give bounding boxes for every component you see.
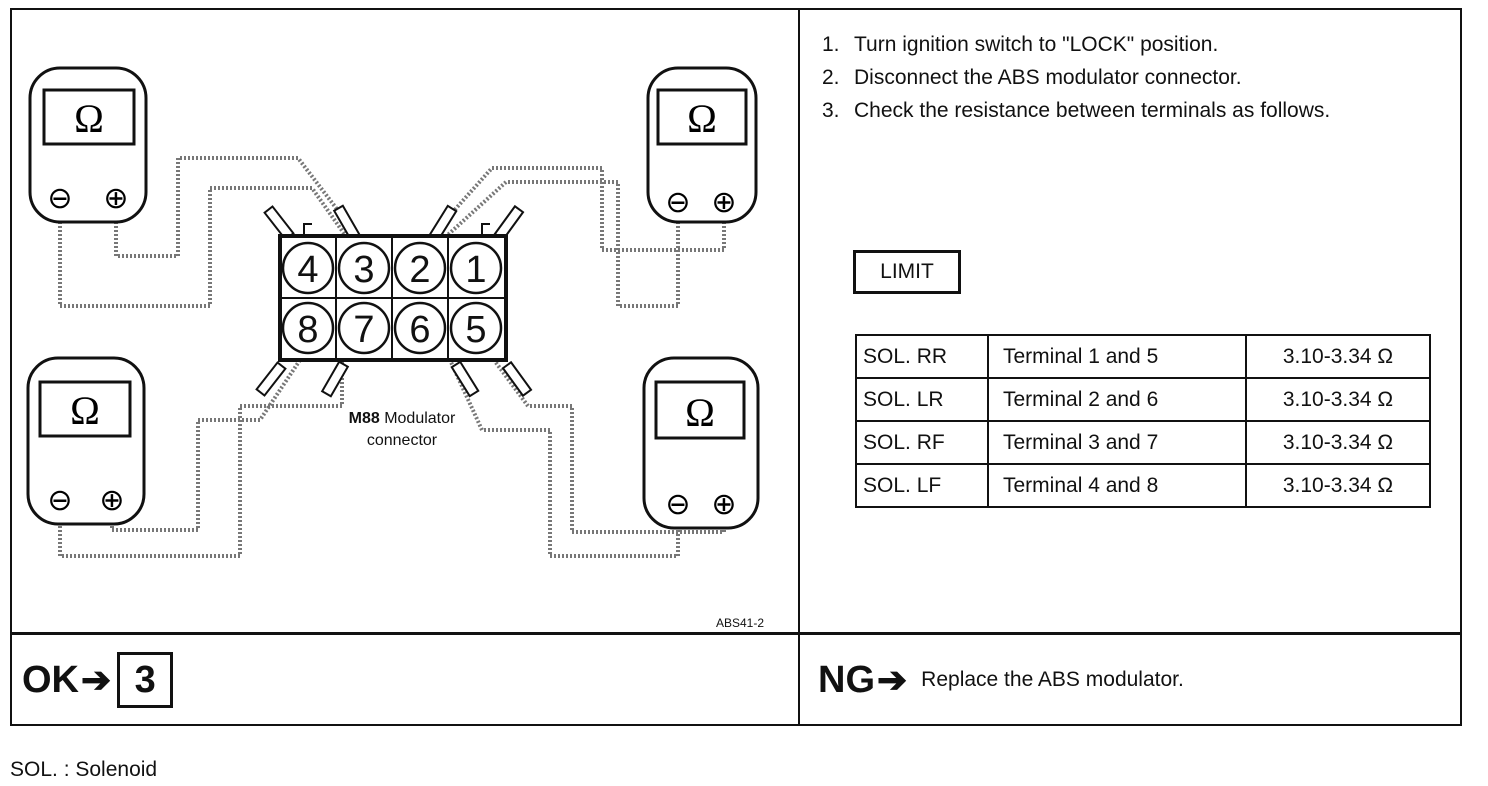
table-row: SOL. RR Terminal 1 and 5 3.10-3.34 Ω <box>855 334 1431 379</box>
arrow-right-icon: ➔ <box>877 659 908 700</box>
wire-br-minus <box>448 359 680 558</box>
instruction-steps: 1. Turn ignition switch to "LOCK" positi… <box>822 28 1442 127</box>
wire-bl-plus <box>110 358 302 532</box>
resistance-cell: 3.10-3.34 Ω <box>1245 377 1431 422</box>
ohm-symbol: Ω <box>70 388 100 433</box>
solenoid-cell: SOL. LR <box>855 377 989 422</box>
ng-result: NG ➔ Replace the ABS modulator. <box>818 648 1184 712</box>
terminals-cell: Terminal 1 and 5 <box>987 334 1247 379</box>
plus-terminal-icon: ⊕ <box>711 185 736 220</box>
wire-tl-plus <box>114 156 364 258</box>
probe <box>501 360 533 398</box>
plus-terminal-icon: ⊕ <box>99 483 124 518</box>
plus-terminal-icon: ⊕ <box>103 181 128 216</box>
ohmmeter-bottom-right: Ω ⊖ ⊕ <box>642 356 760 530</box>
ohm-symbol: Ω <box>687 96 717 141</box>
step-item: 3. Check the resistance between terminal… <box>822 94 1442 127</box>
ng-action: Replace the ABS modulator. <box>921 668 1184 691</box>
terminal-3 <box>337 241 391 295</box>
ohm-symbol: Ω <box>74 96 104 141</box>
result-divider <box>10 632 1462 635</box>
plus-terminal-icon: ⊕ <box>711 487 736 522</box>
connector-label: M88 Modulator connector <box>322 408 482 452</box>
ohmmeter-bottom-left: Ω ⊖ ⊕ <box>26 356 146 526</box>
step-number: 3. <box>822 99 840 122</box>
terminal-7-label: 7 <box>353 309 374 351</box>
connector-id: M88 <box>348 410 380 427</box>
terminal-7 <box>337 301 391 355</box>
ng-label: NG <box>818 658 875 701</box>
terminal-8 <box>281 301 335 355</box>
step-item: 1. Turn ignition switch to "LOCK" positi… <box>822 28 1442 61</box>
terminal-4-label: 4 <box>297 249 318 291</box>
terminal-3-label: 3 <box>353 249 374 291</box>
probe <box>450 360 480 398</box>
probe <box>320 360 350 398</box>
resistance-cell: 3.10-3.34 Ω <box>1245 463 1431 508</box>
terminal-5-label: 5 <box>465 309 486 351</box>
wire-bl-minus <box>58 358 344 558</box>
solenoid-cell: SOL. RF <box>855 420 989 465</box>
minus-terminal-icon: ⊖ <box>665 487 690 522</box>
wire-tr-minus <box>438 180 680 308</box>
figure-code: ABS41-2 <box>716 616 765 630</box>
ohm-symbol: Ω <box>685 390 715 435</box>
resistance-table: SOL. RR Terminal 1 and 5 3.10-3.34 Ω SOL… <box>855 334 1431 508</box>
terminals-cell: Terminal 3 and 7 <box>987 420 1247 465</box>
ok-result: OK ➔ 3 <box>22 648 174 712</box>
wiring-diagram: 4 3 2 1 8 7 6 5 Ω ⊖ ⊕ Ω ⊖ ⊕ <box>12 10 798 632</box>
table-row: SOL. LR Terminal 2 and 6 3.10-3.34 Ω <box>855 377 1431 422</box>
wiring-diagram-svg: 4 3 2 1 8 7 6 5 Ω ⊖ ⊕ Ω ⊖ ⊕ <box>26 66 760 558</box>
column-divider <box>798 8 800 726</box>
terminal-8-label: 8 <box>297 309 318 351</box>
solenoid-cell: SOL. RR <box>855 334 989 379</box>
terminal-2 <box>393 241 447 295</box>
resistance-cell: 3.10-3.34 Ω <box>1245 334 1431 379</box>
minus-terminal-icon: ⊖ <box>47 483 72 518</box>
terminal-1 <box>449 241 503 295</box>
ohmmeter-top-left: Ω ⊖ ⊕ <box>28 66 148 224</box>
footnote: SOL. : Solenoid <box>10 758 158 781</box>
step-number: 1. <box>822 33 840 56</box>
connector-name: Modulator <box>384 410 456 427</box>
step-number: 2. <box>822 66 840 89</box>
terminal-2-label: 2 <box>409 249 430 291</box>
terminal-1-label: 1 <box>465 249 486 291</box>
terminal-5 <box>449 301 503 355</box>
table-row: SOL. RF Terminal 3 and 7 3.10-3.34 Ω <box>855 420 1431 465</box>
limit-label: LIMIT <box>853 250 961 294</box>
minus-terminal-icon: ⊖ <box>47 181 72 216</box>
ok-goto-step: 3 <box>117 652 174 708</box>
step-text: Check the resistance between terminals a… <box>854 99 1331 122</box>
terminals-cell: Terminal 4 and 8 <box>987 463 1247 508</box>
minus-terminal-icon: ⊖ <box>665 185 690 220</box>
terminal-6 <box>393 301 447 355</box>
ok-label: OK <box>22 658 79 701</box>
connector-sub: connector <box>366 432 438 449</box>
arrow-right-icon: ➔ <box>81 659 112 700</box>
procedure-frame <box>10 8 1462 726</box>
solenoid-cell: SOL. LF <box>855 463 989 508</box>
ohmmeter-top-right: Ω ⊖ ⊕ <box>646 66 758 224</box>
step-text: Turn ignition switch to "LOCK" position. <box>854 33 1219 56</box>
table-row: SOL. LF Terminal 4 and 8 3.10-3.34 Ω <box>855 463 1431 508</box>
wire-br-plus <box>492 358 726 534</box>
wire-tl-minus <box>58 186 352 308</box>
terminal-4 <box>281 241 335 295</box>
terminal-6-label: 6 <box>409 309 430 351</box>
step-text: Disconnect the ABS modulator connector. <box>854 66 1242 89</box>
step-item: 2. Disconnect the ABS modulator connecto… <box>822 61 1442 94</box>
probe <box>255 361 287 397</box>
resistance-cell: 3.10-3.34 Ω <box>1245 420 1431 465</box>
terminals-cell: Terminal 2 and 6 <box>987 377 1247 422</box>
